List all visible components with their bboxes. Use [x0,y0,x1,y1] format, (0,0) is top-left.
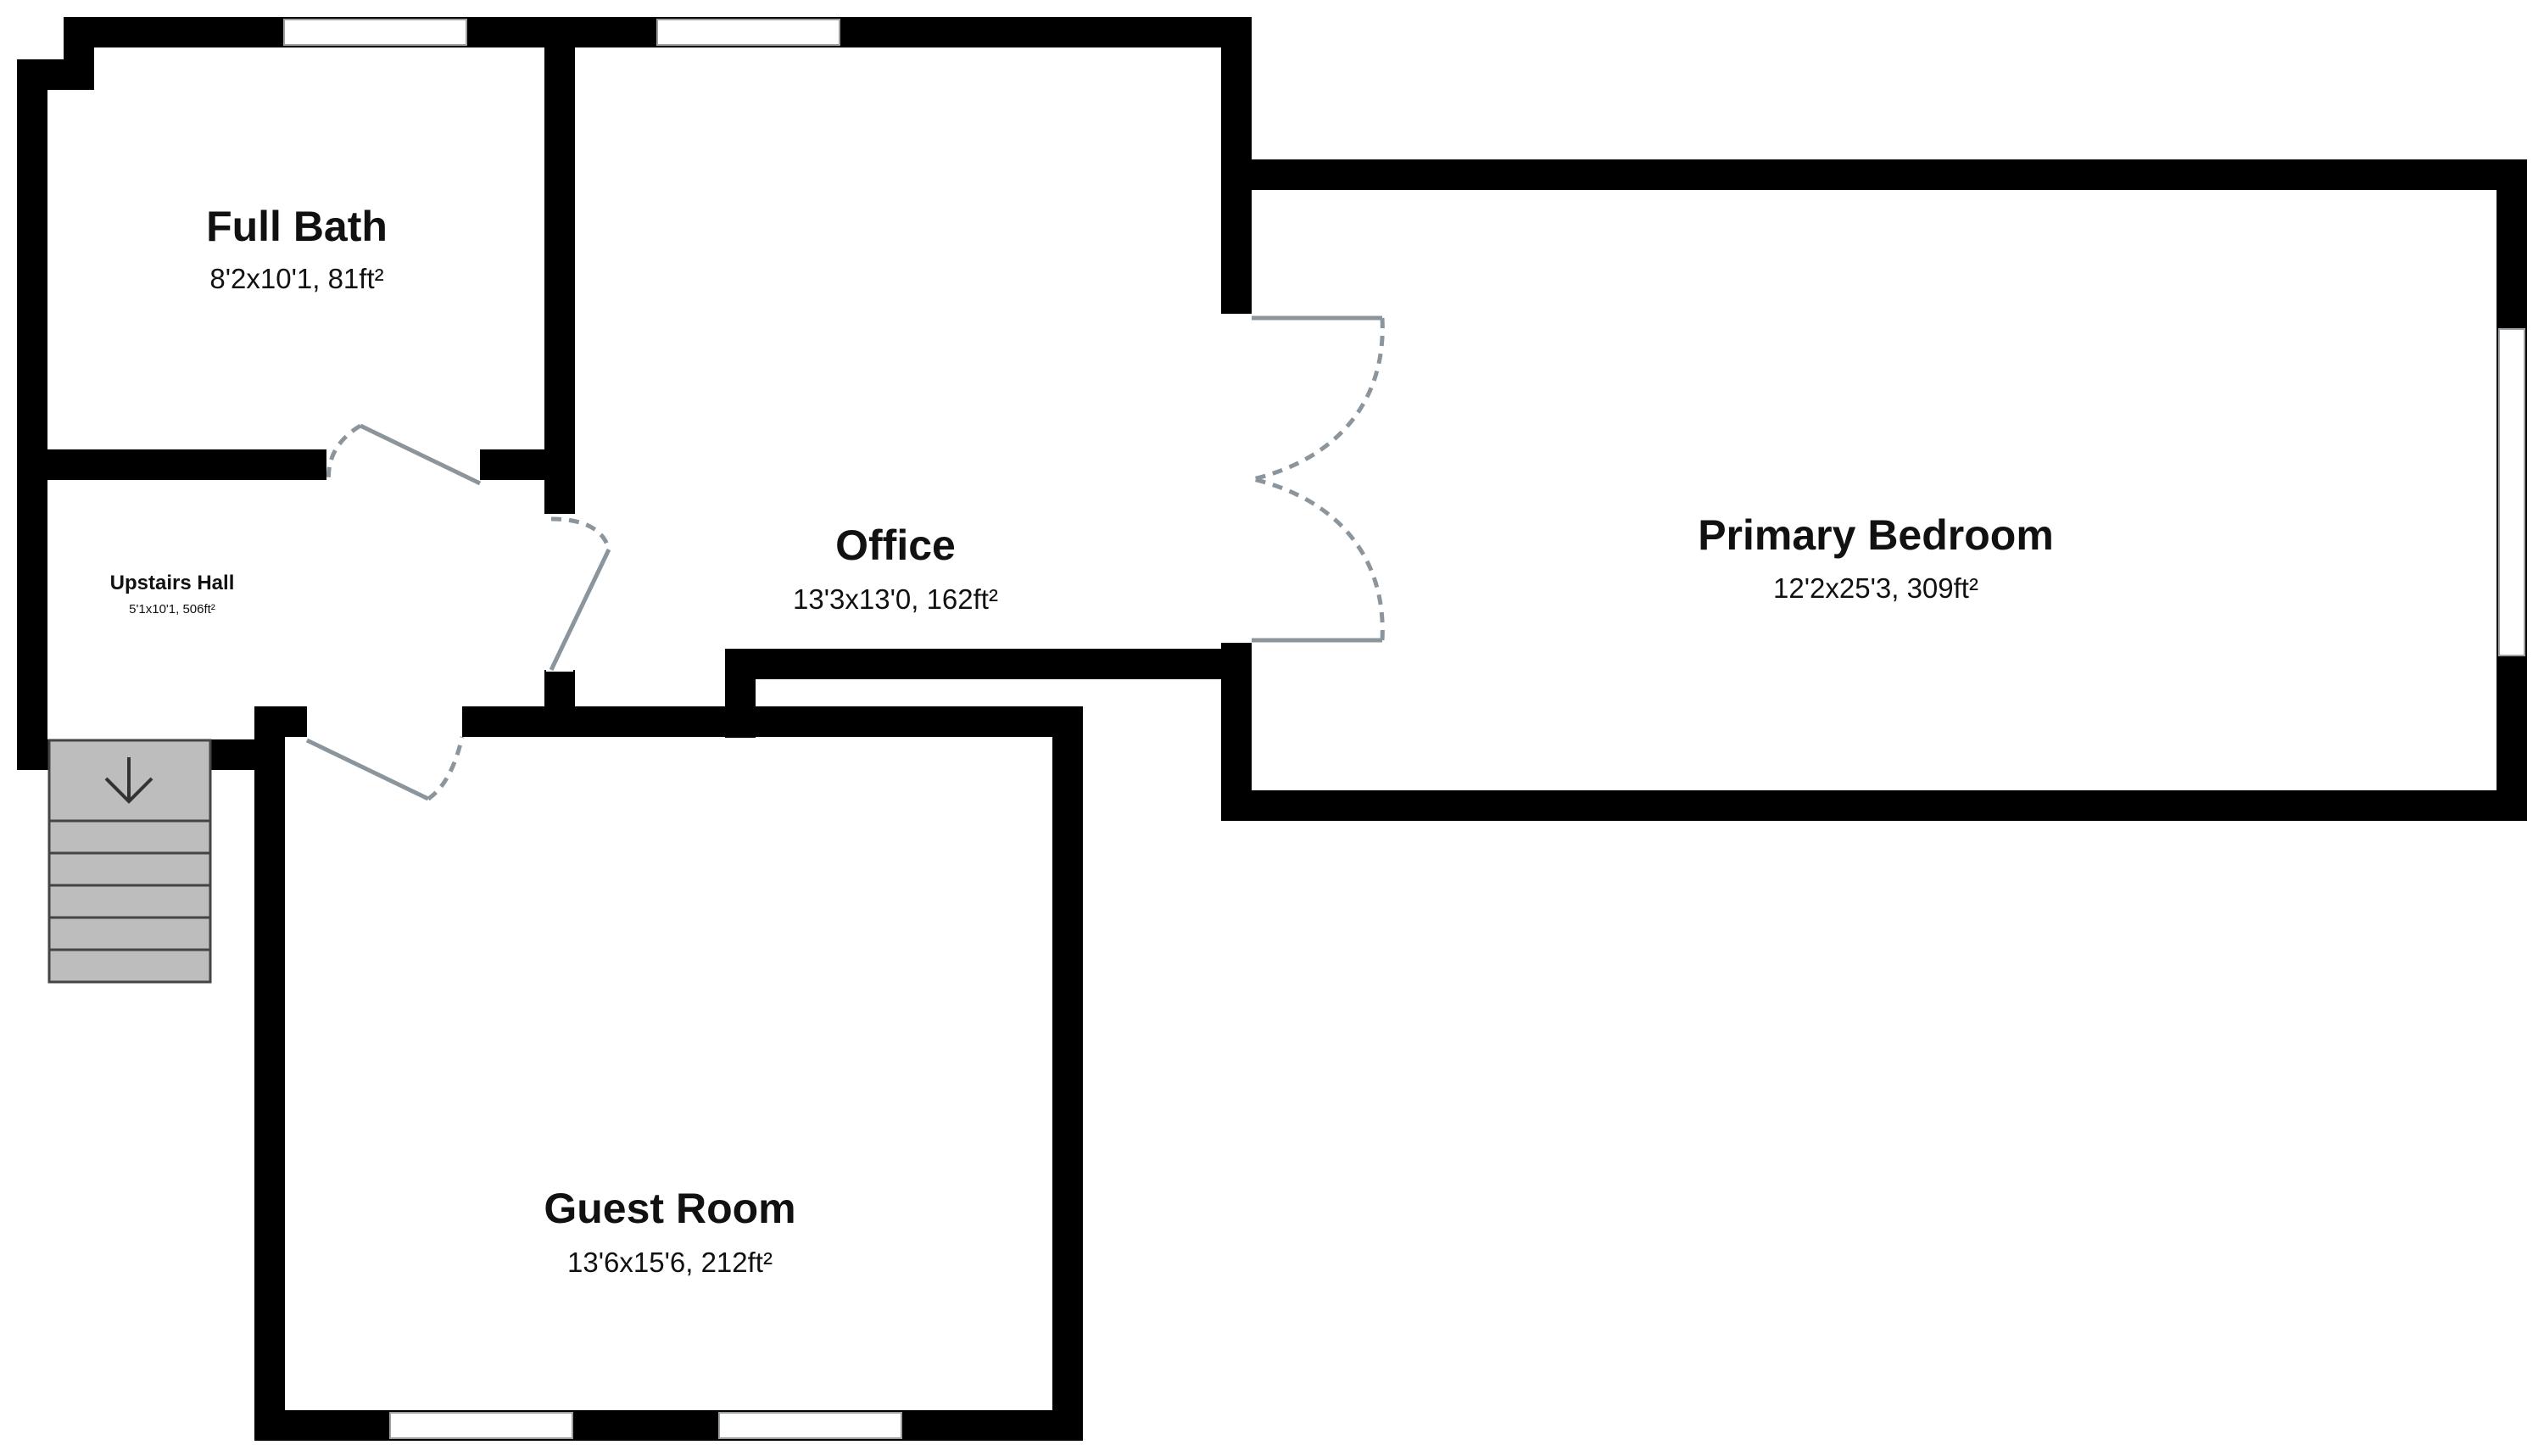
door-guest [305,736,465,801]
wall-bath-hall-right [480,449,575,480]
wall-guest-left [254,706,285,1441]
stair-step [47,948,212,984]
wall-guest-right [1052,706,1083,1441]
room-dims-upstairs-hall: 5'1x10'1, 506ft² [129,602,215,616]
door-gap-bedroom [1223,314,1250,643]
wall-guest-bottom [254,1410,1083,1441]
door-bedroom-double [1252,315,1385,643]
room-dims-full-bath: 8'2x10'1, 81ft² [209,263,383,294]
room-dims-primary-bedroom: 12'2x25'3, 309ft² [1773,572,1978,604]
stair-step [47,916,212,951]
window-office [656,19,840,46]
stairs [47,739,212,984]
window-bath [283,19,467,46]
window-guest-right [718,1412,902,1439]
walls [17,17,2527,1441]
window-guest-left [389,1412,573,1439]
room-labels: Full Bath 8'2x10'1, 81ft² Upstairs Hall … [110,203,2054,1278]
door-office [549,516,611,672]
wall-bath-office [544,17,575,514]
door-bath [326,423,482,486]
wall-bath-hall-left [17,449,326,480]
wall-bedroom-bottom [1221,790,2527,821]
door-gap-guest [307,708,462,735]
room-dims-guest-room: 13'6x15'6, 212ft² [567,1247,773,1278]
stair-step [47,819,212,855]
door-swings [305,315,1385,801]
room-name-primary-bedroom: Primary Bedroom [1698,511,2054,559]
windows [283,19,2525,1439]
wall-guest-top [462,706,1083,737]
wall-top-left-notch [64,17,94,90]
room-name-office: Office [835,522,956,569]
door-openings [307,314,1250,735]
room-dims-office: 13'3x13'0, 162ft² [793,583,998,615]
wall-left [17,59,47,770]
door-gap-office [546,514,573,672]
stair-step [47,884,212,919]
window-bedroom [2498,328,2525,656]
door-gap-bath [326,451,480,478]
wall-office-bottom [725,649,1251,679]
wall-bedroom-top [1221,159,2527,190]
stair-step [47,851,212,887]
room-name-upstairs-hall: Upstairs Hall [110,572,235,594]
room-name-full-bath: Full Bath [206,203,388,250]
down-arrow-icon [104,757,153,804]
room-name-guest-room: Guest Room [544,1185,795,1232]
